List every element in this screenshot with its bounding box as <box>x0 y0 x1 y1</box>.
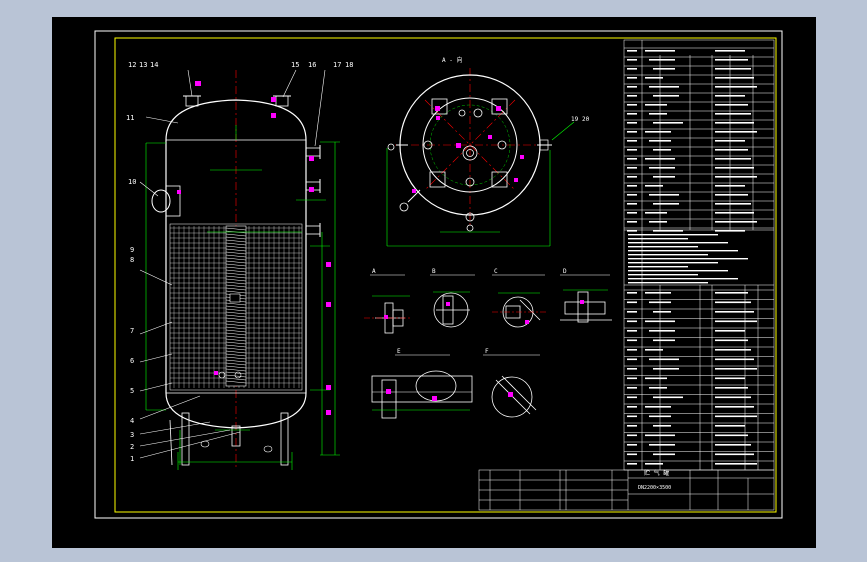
balloon-14: 14 <box>150 61 158 69</box>
detail-label-a: A <box>372 268 376 275</box>
detail-label-d: D <box>563 268 567 275</box>
top-view-title: A - 向 <box>442 56 462 64</box>
balloon-7: 7 <box>130 327 134 335</box>
main-view-balloons: 11 10 9 8 7 6 5 4 3 2 1 12 13 14 15 16 1… <box>126 61 353 463</box>
drawing-number: DN2200×3500 <box>638 485 671 491</box>
balloon-19: 19 <box>571 116 579 123</box>
balloon-3: 3 <box>130 431 134 439</box>
balloon-12: 12 <box>128 61 136 69</box>
outer-frame <box>94 30 783 519</box>
detail-label-b: B <box>432 268 436 275</box>
top-view: A - 向 <box>386 56 590 247</box>
balloon-16: 16 <box>308 61 316 69</box>
detail-label-f: F <box>485 348 489 355</box>
balloon-13: 13 <box>139 61 147 69</box>
detail-label-e: E <box>397 348 401 355</box>
balloon-20: 20 <box>582 116 590 123</box>
inner-border <box>114 37 777 513</box>
title-block <box>478 469 775 511</box>
drawing-title: 贮 气 罐 <box>644 469 669 477</box>
detail-views: A B C D E F <box>364 268 612 419</box>
balloon-2: 2 <box>130 443 134 451</box>
balloon-18: 18 <box>345 61 353 69</box>
balloon-11: 11 <box>126 114 134 122</box>
balloon-6: 6 <box>130 357 134 365</box>
balloon-5: 5 <box>130 387 134 395</box>
balloon-9: 9 <box>130 246 134 254</box>
balloon-10: 10 <box>128 178 136 186</box>
vessel-elevation-view <box>139 69 340 470</box>
balloon-4: 4 <box>130 417 134 425</box>
detail-label-c: C <box>494 268 498 275</box>
balloon-17: 17 <box>333 61 341 69</box>
balloon-8: 8 <box>130 256 134 264</box>
balloon-1: 1 <box>130 455 134 463</box>
balloon-15: 15 <box>291 61 299 69</box>
